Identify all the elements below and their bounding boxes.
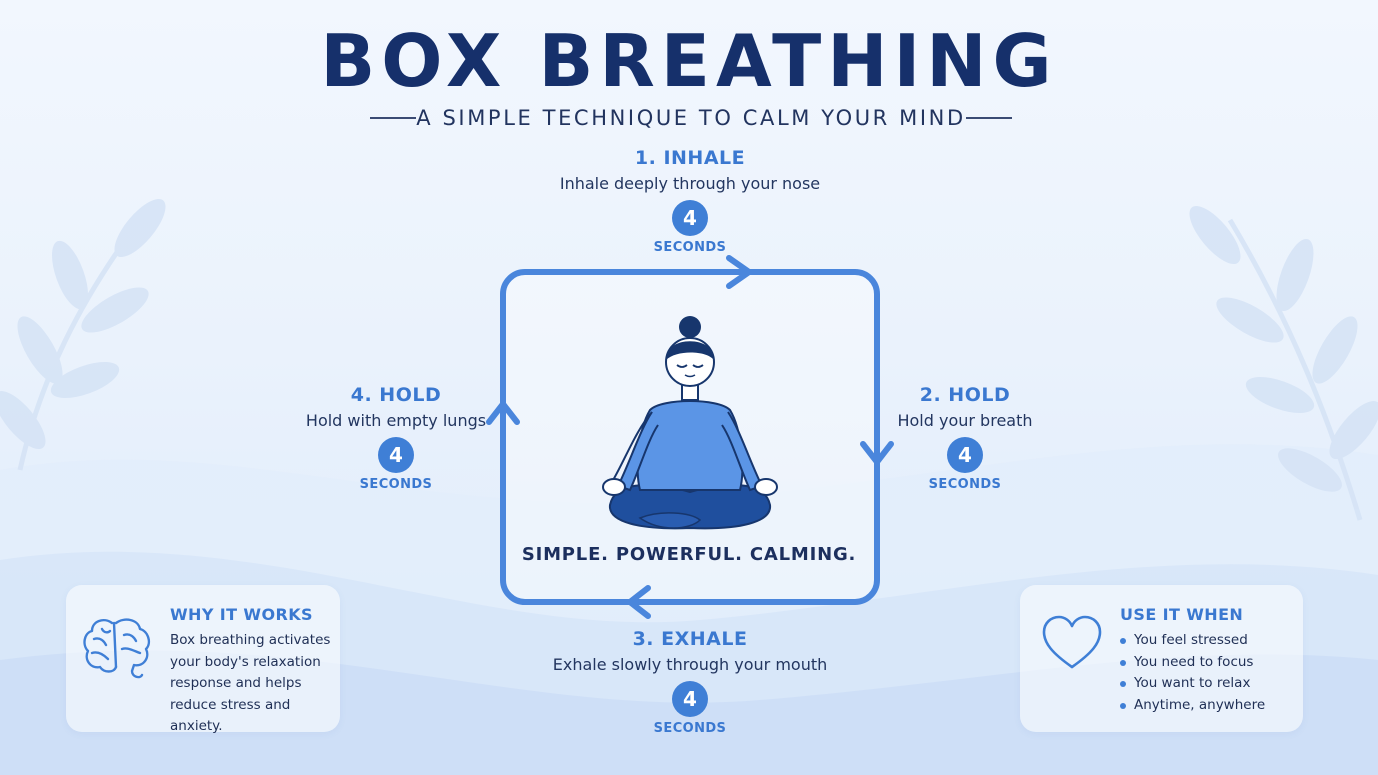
left-leaves-decoration bbox=[0, 198, 166, 471]
page-subtitle: A SIMPLE TECHNIQUE TO CALM YOUR MIND bbox=[416, 106, 966, 130]
list-item: You need to focus bbox=[1120, 652, 1295, 674]
why-card-line: Box breathing activates bbox=[170, 632, 331, 648]
why-card-body: Box breathing activates your body's rela… bbox=[170, 630, 338, 738]
meditation-figure-icon bbox=[602, 316, 778, 530]
step-unit: SECONDS bbox=[653, 721, 727, 736]
subtitle-row: A SIMPLE TECHNIQUE TO CALM YOUR MIND bbox=[370, 103, 1012, 133]
step-count-badge: 4 bbox=[672, 200, 708, 236]
page-title: BOX BREATHING bbox=[320, 19, 1058, 103]
why-card-line: reduce stress and anxiety. bbox=[170, 696, 291, 735]
step-description: Inhale deeply through your nose bbox=[559, 174, 821, 193]
step-hold-full: 2. HOLD Hold your breath 4 SECONDS bbox=[880, 383, 1050, 492]
when-card-title: USE IT WHEN bbox=[1120, 605, 1244, 624]
step-unit: SECONDS bbox=[928, 477, 1002, 492]
list-item: You want to relax bbox=[1120, 673, 1295, 695]
step-description: Hold with empty lungs bbox=[305, 411, 487, 430]
step-count-badge: 4 bbox=[672, 681, 708, 717]
right-leaves-decoration bbox=[1189, 205, 1378, 521]
step-name: 2. HOLD bbox=[919, 384, 1011, 406]
list-item: You feel stressed bbox=[1120, 630, 1295, 652]
brain-icon bbox=[83, 618, 151, 679]
step-unit: SECONDS bbox=[359, 477, 433, 492]
use-it-when-card: USE IT WHEN You feel stressed You need t… bbox=[1020, 585, 1303, 732]
heart-icon bbox=[1042, 615, 1102, 669]
step-name: 3. EXHALE bbox=[632, 628, 748, 650]
step-name: 1. INHALE bbox=[634, 147, 746, 169]
why-card-line: response and helps bbox=[170, 675, 302, 691]
step-description: Exhale slowly through your mouth bbox=[552, 655, 828, 674]
arrow-up-icon bbox=[486, 401, 520, 425]
why-it-works-card: WHY IT WORKS Box breathing activates you… bbox=[66, 585, 340, 734]
subtitle-divider-left bbox=[370, 117, 417, 119]
subtitle-divider-right bbox=[965, 117, 1012, 119]
step-hold-empty: 4. HOLD Hold with empty lungs 4 SECONDS bbox=[296, 383, 496, 492]
step-count-badge: 4 bbox=[947, 437, 983, 473]
step-name: 4. HOLD bbox=[350, 384, 442, 406]
when-card-list: You feel stressed You need to focus You … bbox=[1120, 630, 1295, 716]
step-count-badge: 4 bbox=[378, 437, 414, 473]
arrow-down-icon bbox=[860, 441, 894, 465]
arrow-left-icon bbox=[627, 585, 651, 619]
arrow-right-icon bbox=[726, 255, 752, 289]
step-exhale: 3. EXHALE Exhale slowly through your mou… bbox=[540, 627, 840, 736]
step-unit: SECONDS bbox=[653, 240, 727, 255]
list-item: Anytime, anywhere bbox=[1120, 695, 1295, 717]
center-tagline: SIMPLE. POWERFUL. CALMING. bbox=[521, 544, 857, 565]
step-inhale: 1. INHALE Inhale deeply through your nos… bbox=[540, 146, 840, 255]
step-description: Hold your breath bbox=[897, 411, 1033, 430]
why-card-line: your body's relaxation bbox=[170, 653, 321, 670]
why-card-title: WHY IT WORKS bbox=[170, 605, 313, 624]
